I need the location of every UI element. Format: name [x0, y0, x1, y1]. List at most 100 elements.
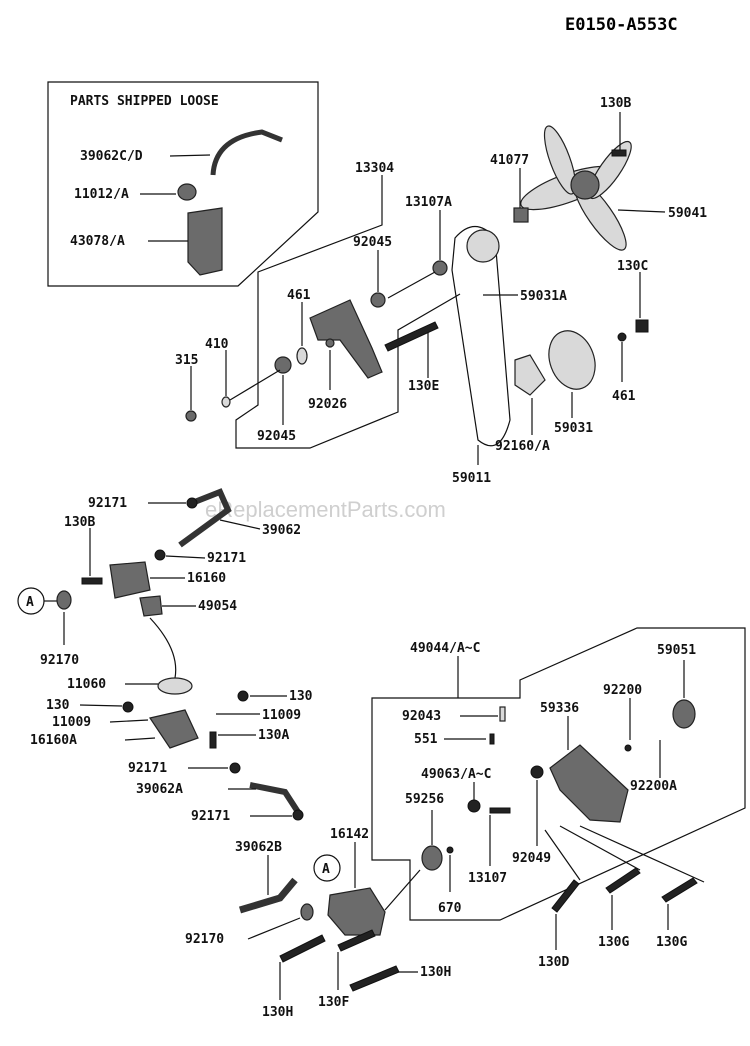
label-92171-d[interactable]: 92171: [191, 809, 230, 824]
label-39062b[interactable]: 39062B: [235, 840, 282, 855]
label-130g-b[interactable]: 130G: [656, 935, 687, 950]
label-130g-a[interactable]: 130G: [598, 935, 629, 950]
gear-59256: [421, 845, 443, 871]
clamp-92170-b: [300, 903, 314, 921]
bolt-130a: [209, 731, 217, 749]
label-461-right[interactable]: 461: [612, 389, 636, 404]
label-130h-right[interactable]: 130H: [420, 965, 451, 980]
label-92170-b[interactable]: 92170: [185, 932, 224, 947]
belt-59011: [451, 225, 511, 447]
label-59336[interactable]: 59336: [540, 701, 579, 716]
key-551: [489, 733, 495, 745]
label-315[interactable]: 315: [175, 353, 198, 368]
group-bracket-13304: [235, 175, 461, 449]
leader: [109, 719, 149, 723]
label-92171-a[interactable]: 92171: [88, 496, 127, 511]
label-92043[interactable]: 92043: [402, 709, 441, 724]
label-130a[interactable]: 130A: [258, 728, 289, 743]
label-130-right[interactable]: 130: [289, 689, 313, 704]
label-49044[interactable]: 49044/A~C: [410, 641, 480, 656]
label-92045-top[interactable]: 92045: [353, 235, 392, 250]
bolt-130d: [551, 879, 580, 913]
label-92171-b[interactable]: 92171: [207, 551, 246, 566]
label-13107[interactable]: 13107: [468, 871, 507, 886]
label-461-left[interactable]: 461: [287, 288, 311, 303]
label-16142[interactable]: 16142: [330, 827, 369, 842]
label-13107a[interactable]: 13107A: [405, 195, 452, 210]
label-410[interactable]: 410: [205, 337, 229, 352]
label-130b-top[interactable]: 130B: [600, 96, 631, 111]
label-39062[interactable]: 39062: [262, 523, 301, 538]
bearing-13107a: [432, 260, 448, 276]
label-92200a[interactable]: 92200A: [630, 779, 677, 794]
bolt-130e: [384, 321, 439, 352]
label-11009-right[interactable]: 11009: [262, 708, 301, 723]
label-43078-a[interactable]: 43078/A: [70, 234, 125, 249]
callout-a-bottom: [313, 854, 341, 882]
clamp-92171-a: [186, 497, 198, 509]
bearing-92049: [530, 765, 544, 779]
label-49054[interactable]: 49054: [198, 599, 237, 614]
label-16160[interactable]: 16160: [187, 571, 226, 586]
bolt-130h-bot: [279, 934, 326, 963]
label-92049[interactable]: 92049: [512, 851, 551, 866]
label-130d[interactable]: 130D: [538, 955, 569, 970]
bolt-130b-mid: [81, 577, 103, 585]
assembly-line: [579, 825, 705, 883]
label-59011[interactable]: 59011: [452, 471, 491, 486]
pin-92043: [499, 706, 506, 722]
label-16160a[interactable]: 16160A: [30, 733, 77, 748]
label-13304[interactable]: 13304: [355, 161, 394, 176]
loose-box-title: PARTS SHIPPED LOOSE: [70, 94, 219, 109]
housing-59336: [549, 744, 629, 823]
label-92026[interactable]: 92026: [308, 397, 347, 412]
label-59051[interactable]: 59051: [657, 643, 696, 658]
callout-a-left-text: A: [26, 595, 34, 610]
pulley-59031a: [466, 229, 500, 263]
shaft-13107: [489, 807, 511, 814]
leader: [79, 704, 123, 707]
label-130-left[interactable]: 130: [46, 698, 70, 713]
label-92160-a[interactable]: 92160/A: [495, 439, 550, 454]
label-59031a[interactable]: 59031A: [520, 289, 567, 304]
hose-39062a: [249, 782, 301, 814]
watermark: eReplacementParts.com: [205, 497, 446, 522]
label-92045-bot[interactable]: 92045: [257, 429, 296, 444]
label-49063[interactable]: 49063/A~C: [421, 767, 491, 782]
label-39062c-d[interactable]: 39062C/D: [80, 149, 143, 164]
tension-arm: [309, 299, 383, 379]
label-130b-mid[interactable]: 130B: [64, 515, 95, 530]
label-92171-c[interactable]: 92171: [128, 761, 167, 776]
label-130c[interactable]: 130C: [617, 259, 648, 274]
hose-39062c: [210, 129, 283, 176]
bolt-130h-right: [349, 965, 400, 992]
label-11009-left[interactable]: 11009: [52, 715, 91, 730]
label-551[interactable]: 551: [414, 732, 438, 747]
label-59256[interactable]: 59256: [405, 792, 444, 807]
label-11060[interactable]: 11060: [67, 677, 106, 692]
label-92170-a[interactable]: 92170: [40, 653, 79, 668]
label-130f[interactable]: 130F: [318, 995, 349, 1010]
label-130h-bot[interactable]: 130H: [262, 1005, 293, 1020]
plate-92160: [514, 354, 546, 396]
label-59041[interactable]: 59041: [668, 206, 707, 221]
assembly-line: [544, 829, 581, 881]
leader: [124, 737, 156, 741]
label-92200[interactable]: 92200: [603, 683, 642, 698]
bolt-130g-a: [605, 867, 641, 894]
gear-59051: [672, 699, 696, 729]
bearing-92045-bot: [274, 356, 292, 374]
label-59031[interactable]: 59031: [554, 421, 593, 436]
pulley-59031: [548, 330, 596, 390]
bolt-130f: [337, 929, 376, 952]
pump-16142: [327, 887, 386, 936]
label-39062a[interactable]: 39062A: [136, 782, 183, 797]
reservoir-43078: [187, 207, 223, 276]
label-670[interactable]: 670: [438, 901, 462, 916]
label-130e[interactable]: 130E: [408, 379, 439, 394]
spacer-41077: [513, 207, 529, 223]
label-11012-a[interactable]: 11012/A: [74, 187, 129, 202]
pump-16160: [109, 561, 151, 599]
label-41077[interactable]: 41077: [490, 153, 529, 168]
